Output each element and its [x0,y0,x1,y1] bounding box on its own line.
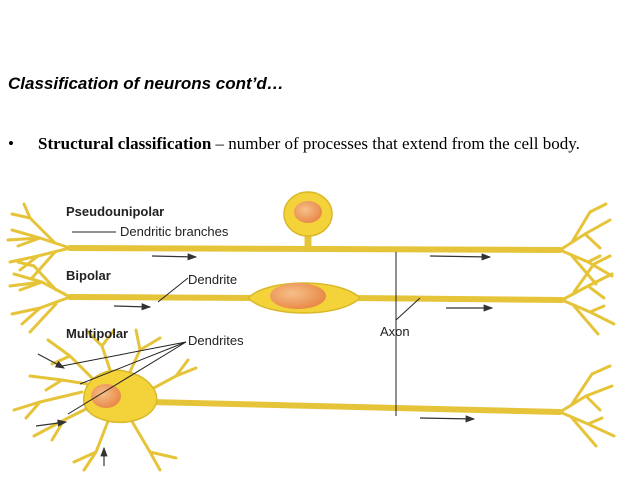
dendrites-pointer-3 [67,341,187,415]
arrow-multipolar-axon [419,415,476,423]
arrow-multipolar-2 [35,419,68,427]
pseudounipolar-left-branches [6,202,72,280]
multipolar-axon-terminals [558,364,616,448]
arrow-bipolar-left [113,303,152,311]
label-dendrite: Dendrite [188,272,237,287]
bullet-bold-term: Structural classification [38,134,212,153]
arrow-pseudounipolar-left [151,253,198,261]
direction-arrows [35,253,494,466]
axon-pointer-bipolar [395,297,421,321]
label-multipolar: Multipolar [66,326,128,341]
bullet-description: – number of processes that extend from t… [211,134,580,153]
label-bipolar: Bipolar [66,268,111,283]
multipolar-cell-body [82,369,158,423]
bullet-text: Structural classification – number of pr… [38,131,638,156]
label-pseudounipolar: Pseudounipolar [66,204,164,219]
label-axon: Axon [380,324,410,339]
dendrites-pointer-1 [61,341,187,367]
arrow-multipolar-1 [37,353,66,369]
arrow-pseudounipolar-right [429,253,492,261]
label-dendrites: Dendrites [188,333,244,348]
bipolar-right-branches [560,254,616,336]
pseudounipolar-nucleus [294,201,322,223]
pseudounipolar-cell-body [283,191,333,237]
pseudounipolar-neuron [6,202,614,286]
bipolar-axon-process [347,295,565,303]
pointer-lines [61,231,421,416]
bipolar-cell-body [246,282,362,314]
dendrite-pointer [157,277,189,303]
multipolar-nucleus [91,384,121,408]
bullet-marker: • [8,134,14,153]
slide-title: Classification of neurons cont’d… [8,74,284,93]
multipolar-axon [147,399,563,415]
pseudounipolar-process [67,245,563,253]
bipolar-nucleus [270,283,326,309]
label-dendritic-branches: Dendritic branches [120,224,229,239]
pseudounipolar-right-branches [558,202,614,286]
neuron-diagram: Pseudounipolar Dendritic branches Bipola… [6,191,616,472]
bipolar-left-branches [8,260,72,334]
dendrites-pointer-2 [79,341,187,385]
